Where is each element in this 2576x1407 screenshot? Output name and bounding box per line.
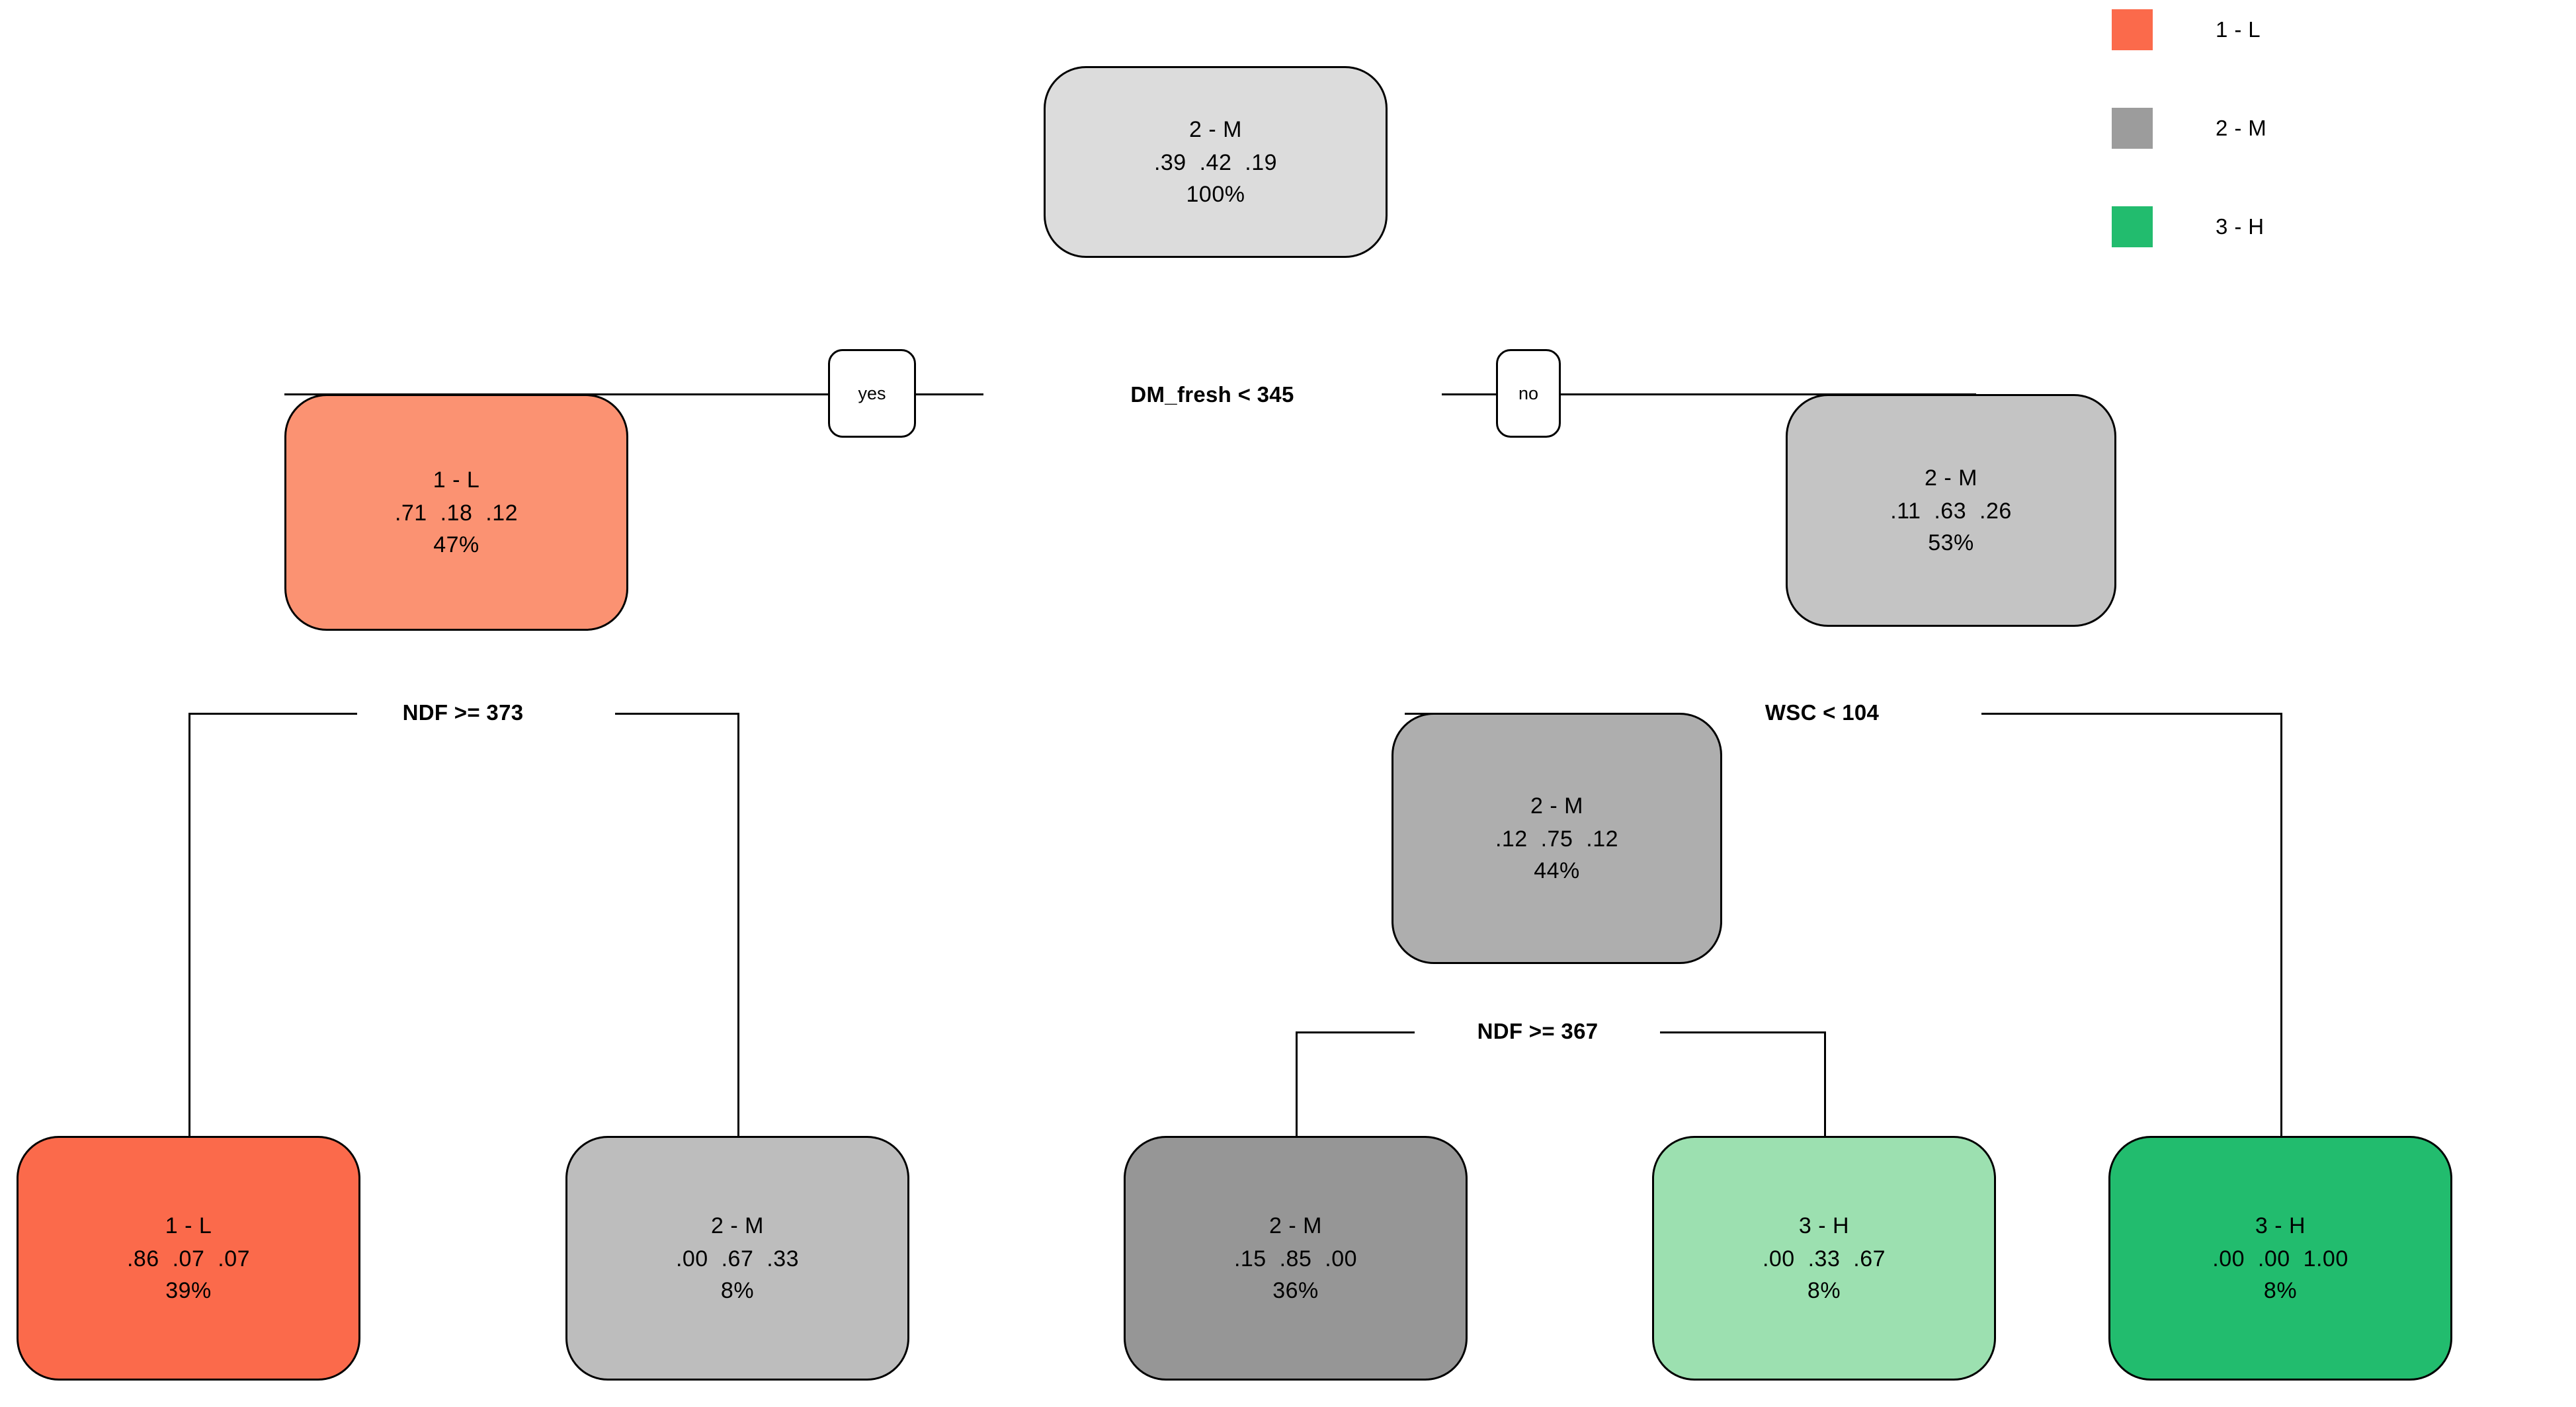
- legend-label-2-m: 2 - M: [2216, 116, 2267, 140]
- node-percentage: 44%: [1534, 858, 1580, 884]
- node-percentage: 8%: [720, 1278, 755, 1304]
- legend-item-3-h: 3 - H: [2112, 206, 2264, 247]
- connector-split-ndf367-right-drop: [1824, 1031, 1826, 1136]
- legend-label-1-l: 1 - L: [2216, 17, 2261, 42]
- node-class-label: 2 - M: [1189, 116, 1242, 142]
- connector-split-ndf373-left-rail: [188, 713, 357, 715]
- node-class-label: 3 - H: [1798, 1213, 1850, 1238]
- tree-leaf-1l-39[interactable]: 1 - L .86 .07 .07 39%: [17, 1136, 360, 1381]
- split-label-dm-fresh: DM_fresh < 345: [1120, 382, 1305, 407]
- split-label-ndf-373: NDF >= 373: [392, 700, 534, 725]
- connector-split-ndf367-left-drop: [1296, 1031, 1298, 1136]
- connector-split-wsc104-right-drop: [2280, 713, 2282, 1136]
- node-probabilities: .00 .00 1.00: [2212, 1246, 2348, 1271]
- split-label-wsc-104: WSC < 104: [1754, 700, 1890, 725]
- node-probabilities: .00 .67 .33: [675, 1246, 800, 1271]
- tree-node-root[interactable]: 2 - M .39 .42 .19 100%: [1044, 66, 1388, 258]
- node-probabilities: .11 .63 .26: [1890, 498, 2012, 524]
- legend-swatch-1-l: [2112, 9, 2153, 50]
- branch-label-yes-text: yes: [858, 383, 886, 403]
- connector-root-mid: [916, 393, 983, 395]
- legend-item-1-l: 1 - L: [2112, 9, 2261, 50]
- branch-label-no: no: [1496, 349, 1561, 438]
- tree-leaf-2m-8[interactable]: 2 - M .00 .67 .33 8%: [565, 1136, 909, 1381]
- tree-leaf-3h-8-dark[interactable]: 3 - H .00 .00 1.00 8%: [2108, 1136, 2452, 1381]
- tree-node-right-2m[interactable]: 2 - M .11 .63 .26 53%: [1786, 394, 2116, 627]
- split-label-ndf-367: NDF >= 367: [1466, 1019, 1609, 1044]
- node-percentage: 100%: [1186, 182, 1245, 208]
- connector-root-right: [1442, 393, 1496, 395]
- node-percentage: 36%: [1272, 1278, 1319, 1304]
- node-probabilities: .00 .33 .67: [1762, 1246, 1886, 1271]
- connector-split-ndf367-left-rail: [1296, 1031, 1415, 1033]
- node-probabilities: .71 .18 .12: [394, 500, 519, 526]
- node-percentage: 39%: [165, 1278, 212, 1304]
- node-class-label: 1 - L: [433, 467, 480, 493]
- branch-label-yes: yes: [828, 349, 916, 438]
- connector-root-to-right-child: [1561, 393, 1976, 395]
- node-class-label: 3 - H: [2255, 1213, 2306, 1238]
- tree-node-mid-2m[interactable]: 2 - M .12 .75 .12 44%: [1392, 713, 1722, 964]
- connector-split-ndf367-right-rail: [1660, 1031, 1824, 1033]
- node-class-label: 1 - L: [165, 1213, 212, 1238]
- tree-node-left-1l[interactable]: 1 - L .71 .18 .12 47%: [284, 394, 628, 631]
- node-percentage: 53%: [1928, 530, 1974, 556]
- node-percentage: 47%: [433, 532, 479, 558]
- tree-leaf-2m-36[interactable]: 2 - M .15 .85 .00 36%: [1124, 1136, 1468, 1381]
- node-probabilities: .39 .42 .19: [1153, 149, 1278, 175]
- connector-split-ndf373-left-drop: [188, 713, 190, 1136]
- node-class-label: 2 - M: [1530, 793, 1583, 819]
- node-percentage: 8%: [1807, 1278, 1841, 1304]
- legend-item-2-m: 2 - M: [2112, 108, 2266, 149]
- node-probabilities: .12 .75 .12: [1495, 826, 1619, 852]
- legend-swatch-3-h: [2112, 206, 2153, 247]
- node-class-label: 2 - M: [1925, 465, 1977, 491]
- node-class-label: 2 - M: [1269, 1213, 1322, 1238]
- legend-label-3-h: 3 - H: [2216, 214, 2264, 239]
- legend-swatch-2-m: [2112, 108, 2153, 149]
- node-probabilities: .15 .85 .00: [1233, 1246, 1358, 1271]
- connector-split-wsc104-right-rail: [1981, 713, 2280, 715]
- tree-leaf-3h-8-light[interactable]: 3 - H .00 .33 .67 8%: [1652, 1136, 1996, 1381]
- connector-split-ndf373-right-rail: [615, 713, 737, 715]
- node-probabilities: .86 .07 .07: [126, 1246, 251, 1271]
- node-percentage: 8%: [2263, 1278, 2298, 1304]
- branch-label-no-text: no: [1518, 383, 1539, 403]
- connector-split-ndf373-right-drop: [737, 713, 739, 1136]
- node-class-label: 2 - M: [711, 1213, 764, 1238]
